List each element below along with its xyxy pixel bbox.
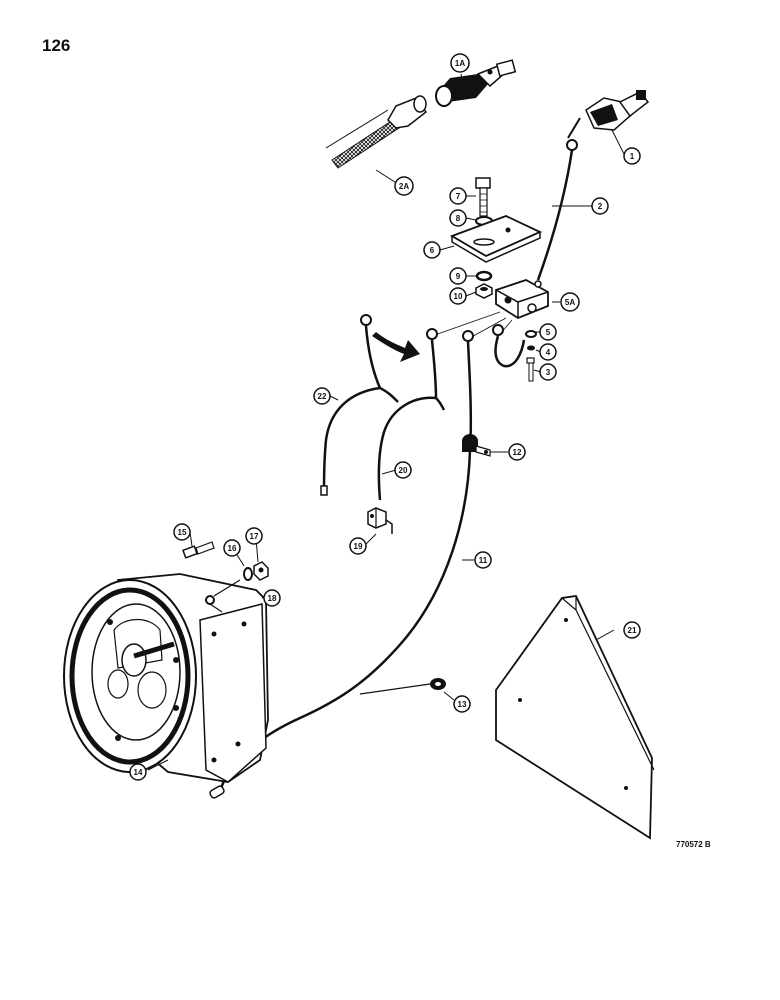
svg-text:1: 1 [630,152,635,161]
svg-text:7: 7 [456,192,461,201]
svg-text:11: 11 [479,556,488,565]
callout-8: 8 [449,209,467,227]
svg-text:9: 9 [456,272,461,281]
flywheel-housing-14 [63,573,269,783]
callout-20: 20 [394,461,412,479]
callout-14: 14 [129,763,147,781]
bolt-7 [475,177,491,217]
callout-22: 22 [313,387,331,405]
wire-20 [377,328,446,501]
svg-text:8: 8 [456,214,461,223]
svg-text:4: 4 [546,348,551,357]
wire-connector-2a [325,95,428,169]
callout-9: 9 [449,267,467,285]
callout-13: 13 [453,695,471,713]
drawing-code: 770572 B [676,840,711,849]
svg-text:12: 12 [513,448,522,457]
callout-1a: 1A [450,53,470,73]
junction-block-5a [495,279,549,320]
callout-leaders [147,73,626,771]
nut-10 [475,283,493,299]
washer-5 [525,330,537,338]
svg-text:22: 22 [318,392,327,401]
svg-text:6: 6 [430,246,435,255]
svg-text:1A: 1A [455,59,465,68]
wire-11 [209,330,474,799]
svg-text:20: 20 [399,466,408,475]
nut-17 [253,561,269,581]
svg-text:18: 18 [268,594,277,603]
screw-3 [526,357,535,382]
callout-1: 1 [623,147,641,165]
assembly-arrow [372,332,420,362]
svg-text:3: 3 [546,368,551,377]
wire-2 [536,149,574,281]
callout-11: 11 [474,551,492,569]
svg-text:2: 2 [598,202,603,211]
bolt-15 [182,541,215,559]
svg-text:14: 14 [134,768,143,777]
clamp-12 [462,434,491,457]
callout-2a: 2A [394,176,414,196]
callout-2: 2 [591,197,609,215]
callout-3: 3 [539,363,557,381]
callout-6: 6 [423,241,441,259]
callout-4: 4 [539,343,557,361]
callout-15: 15 [173,523,191,541]
svg-text:16: 16 [228,544,237,553]
grommet-13 [430,678,446,690]
plate-21 [495,595,655,840]
callout-16: 16 [223,539,241,557]
svg-text:10: 10 [454,292,463,301]
callout-12: 12 [508,443,526,461]
clip-19 [367,507,393,534]
plate-6 [449,215,543,263]
svg-text:19: 19 [354,542,363,551]
callout-21: 21 [623,621,641,639]
callout-5: 5 [539,323,557,341]
svg-text:21: 21 [628,626,637,635]
callout-5a: 5A [560,292,580,312]
svg-text:5A: 5A [565,298,575,307]
svg-text:5: 5 [546,328,551,337]
wire-22 [320,314,399,496]
svg-text:13: 13 [458,700,467,709]
callout-19: 19 [349,537,367,555]
page-number: 126 [42,36,71,55]
washer-16 [243,567,253,581]
lockwasher-4 [527,345,535,351]
callout-17: 17 [245,527,263,545]
callout-7: 7 [449,187,467,205]
pressure-switch-1a [435,59,517,107]
callout-18: 18 [263,589,281,607]
lockwasher-9 [475,270,493,282]
wire-loop [492,324,526,368]
sender-switch-1 [566,90,650,151]
svg-text:15: 15 [178,528,187,537]
callout-10: 10 [449,287,467,305]
svg-text:17: 17 [250,532,259,541]
callouts: 1 1A 2 2A 3 4 5 5A 6 7 8 9 10 11 12 13 1… [129,53,641,781]
svg-text:2A: 2A [399,182,409,191]
